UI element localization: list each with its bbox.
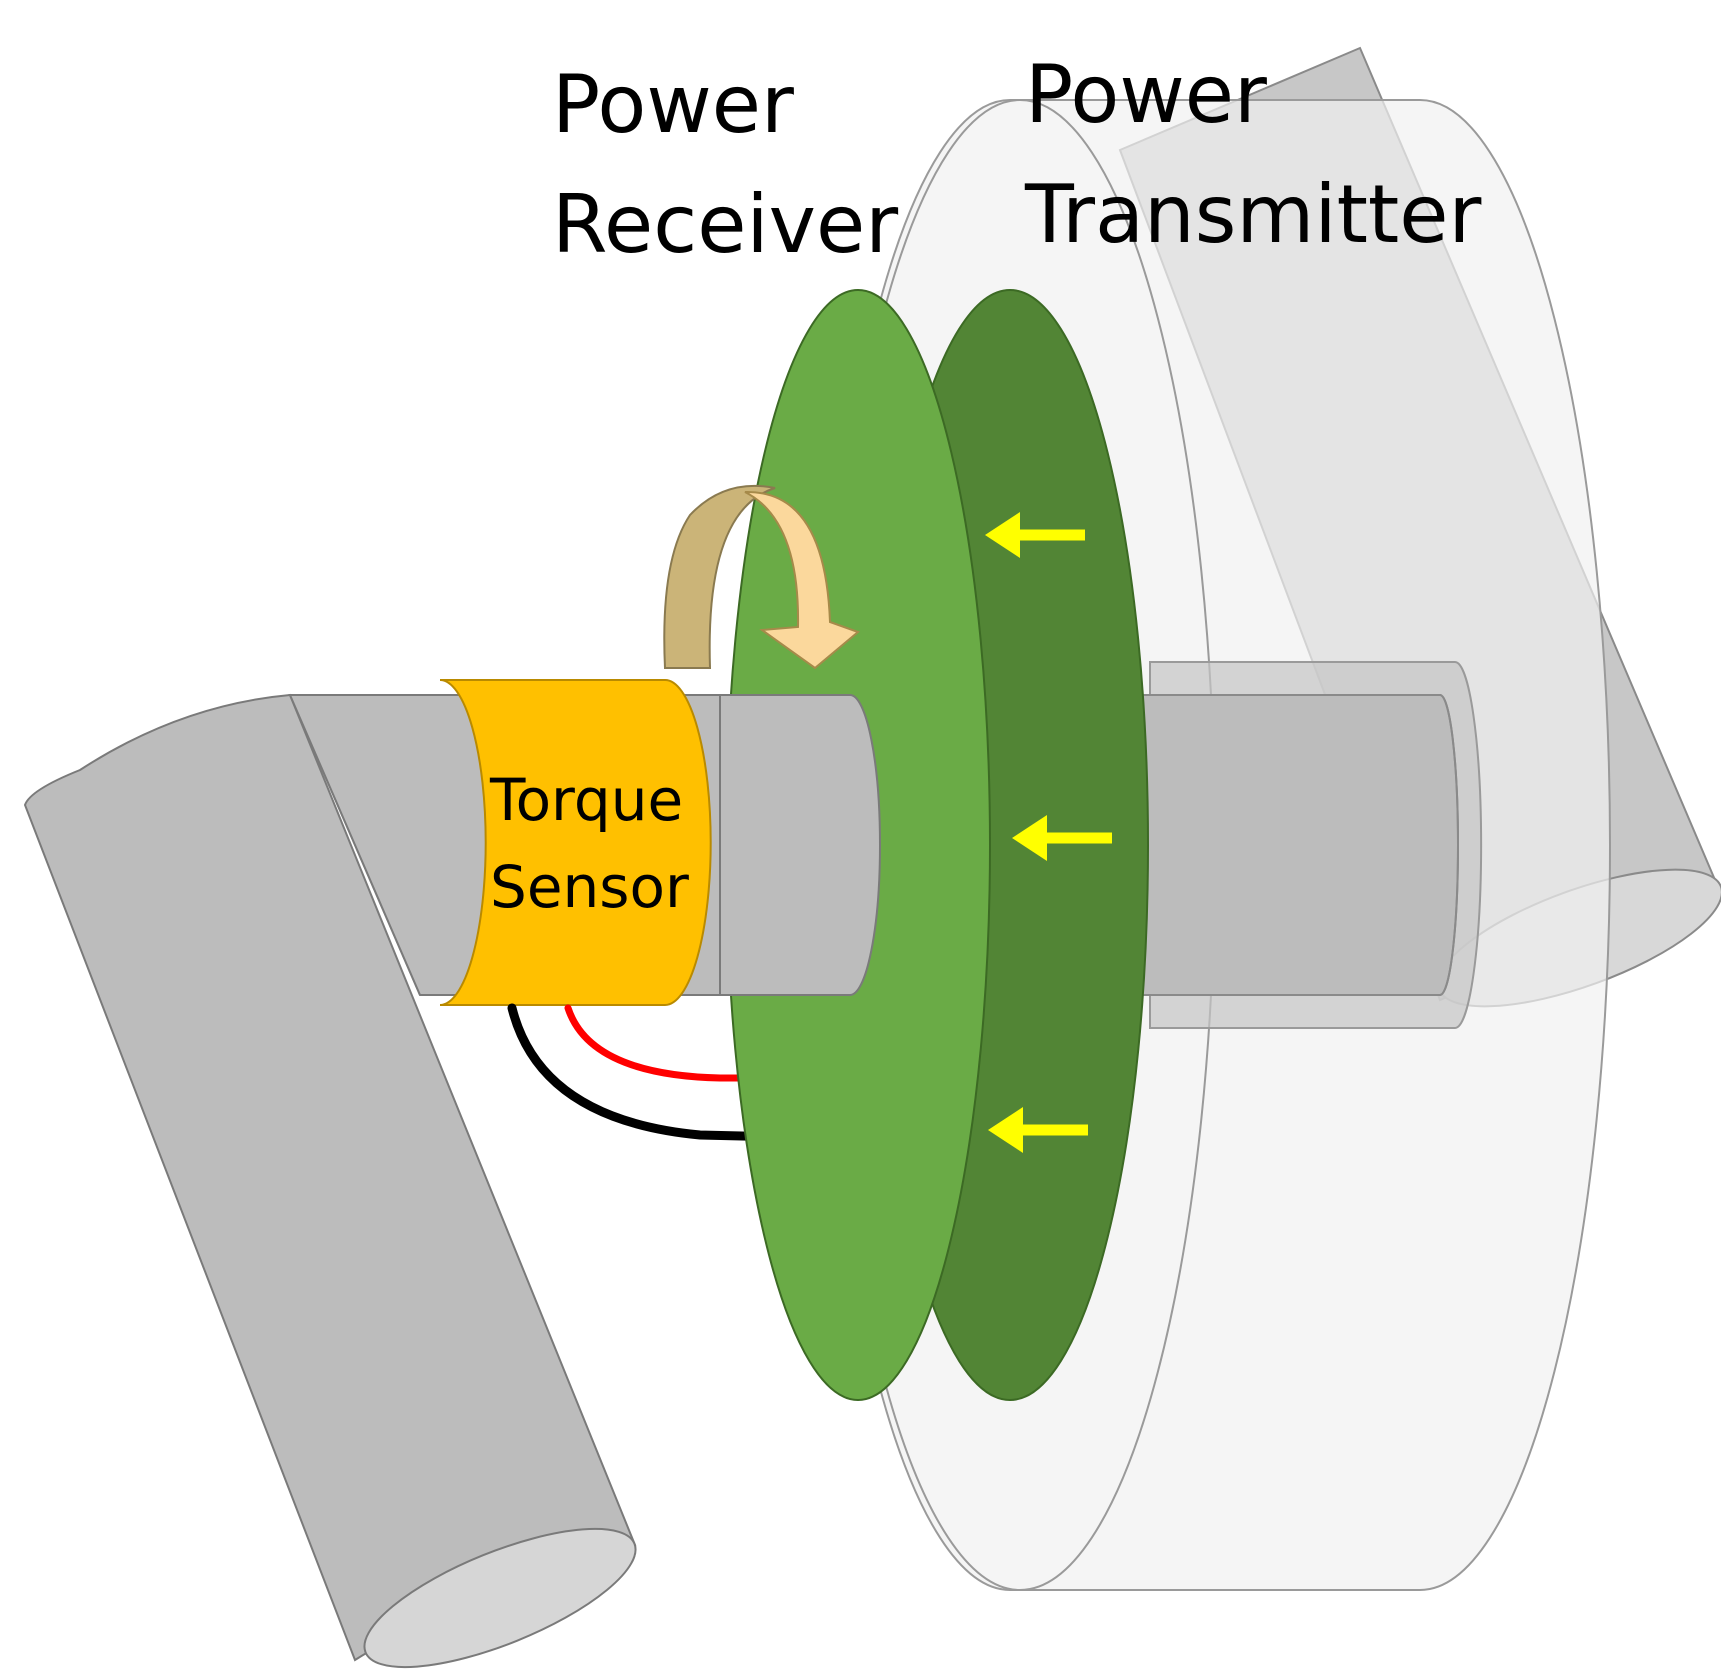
power-receiver-label-line1: Power [552, 58, 794, 151]
wire-black [507, 1003, 835, 1143]
torque-sensor-band [439, 679, 712, 1006]
torque-sensor-label-line1: Torque [489, 766, 683, 834]
power-receiver-label-line2: Receiver [552, 178, 898, 271]
wire-red [564, 1004, 829, 1082]
power-transmitter-label-line1: Power [1025, 48, 1267, 141]
shaft-stub-front [719, 694, 881, 996]
sensor-wires [507, 1003, 835, 1143]
left-arrow-icon [1012, 815, 1112, 861]
left-tilted-cylinder [23, 693, 637, 1669]
left-arrow-icon [985, 512, 1085, 558]
torque-sensor-label-line2: Sensor [490, 853, 689, 921]
torque-sensor: Torque Sensor [439, 679, 712, 1006]
left-arrow-icon [988, 1107, 1088, 1153]
left-cylinder-cap [363, 1527, 637, 1669]
rotation-arrow-back [663, 484, 776, 669]
power-flow-arrows [985, 512, 1112, 1153]
power-transmitter-label-line2: Transmitter [1024, 168, 1482, 261]
curved-rotation-arrow-icon [663, 484, 860, 670]
rotation-arrow-front [744, 490, 860, 670]
